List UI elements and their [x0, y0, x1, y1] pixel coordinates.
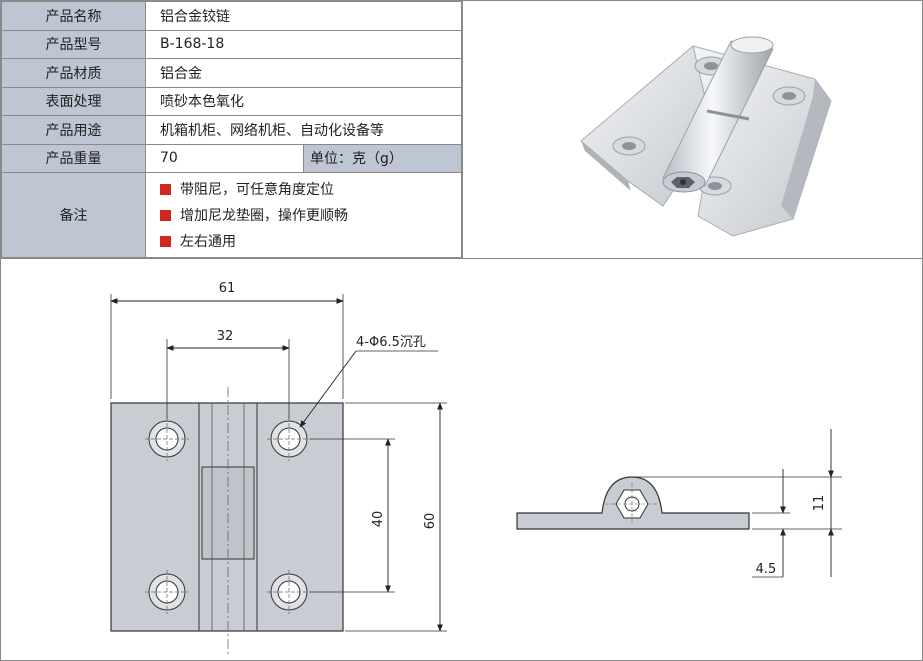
note-text: 增加尼龙垫圈，操作更顺畅 — [180, 208, 348, 224]
spec-value: 铝合金铰链 — [145, 1, 462, 31]
dim-thickness-label: 4.5 — [756, 562, 777, 577]
side-view — [516, 476, 750, 530]
spec-row-notes: 备注 带阻尼，可任意角度定位 增加尼龙垫圈，操作更顺畅 左右通用 — [1, 172, 462, 258]
spec-row-material: 产品材质 铝合金 — [1, 58, 462, 88]
note-item: 带阻尼，可任意角度定位 — [160, 176, 447, 202]
spec-value: B-168-18 — [145, 29, 462, 59]
spec-label: 表面处理 — [1, 86, 146, 116]
note-text: 带阻尼，可任意角度定位 — [180, 182, 334, 198]
spec-label: 产品重量 — [1, 143, 146, 173]
spec-row-weight: 产品重量 70 单位：克（g） — [1, 143, 462, 173]
spec-label: 产品型号 — [1, 29, 146, 59]
red-square-bullet-icon — [160, 235, 171, 247]
spec-table: 产品名称 铝合金铰链 产品型号 B-168-18 产品材质 铝合金 表面处理 喷… — [1, 1, 462, 258]
red-square-bullet-icon — [160, 209, 171, 221]
spec-value: 喷砂本色氧化 — [145, 86, 462, 116]
notes-cell: 带阻尼，可任意角度定位 增加尼龙垫圈，操作更顺畅 左右通用 — [145, 172, 462, 258]
spec-label: 备注 — [1, 172, 146, 258]
spec-row-model: 产品型号 B-168-18 — [1, 29, 462, 59]
red-square-bullet-icon — [160, 183, 171, 195]
spec-value: 70 — [145, 143, 304, 173]
spec-row-surface: 表面处理 喷砂本色氧化 — [1, 86, 462, 116]
spec-row-usage: 产品用途 机箱机柜、网络机柜、自动化设备等 — [1, 115, 462, 145]
technical-drawing: 61 32 4-Φ6.5沉孔 40 60 11 4.5 — [110, 281, 842, 654]
product-photo — [580, 36, 832, 237]
note-item: 左右通用 — [160, 228, 447, 254]
hole-callout-label: 4-Φ6.5沉孔 — [356, 335, 426, 350]
dim-hole-spacing-x-label: 32 — [217, 329, 234, 344]
divider — [462, 0, 463, 258]
dim-hole-spacing-y-label: 40 — [371, 511, 386, 528]
note-item: 增加尼龙垫圈，操作更顺畅 — [160, 202, 447, 228]
spec-label: 产品名称 — [1, 1, 146, 31]
spec-unit: 单位：克（g） — [303, 143, 462, 173]
dim-height-label: 60 — [423, 513, 438, 530]
divider — [0, 258, 923, 259]
spec-value: 铝合金 — [145, 58, 462, 88]
spec-value: 机箱机柜、网络机柜、自动化设备等 — [145, 115, 462, 145]
spec-label: 产品材质 — [1, 58, 146, 88]
dim-knuckle-label: 11 — [812, 495, 827, 512]
dim-width-label: 61 — [219, 281, 236, 296]
spec-row-name: 产品名称 铝合金铰链 — [1, 1, 462, 31]
spec-label: 产品用途 — [1, 115, 146, 145]
note-text: 左右通用 — [180, 234, 236, 250]
